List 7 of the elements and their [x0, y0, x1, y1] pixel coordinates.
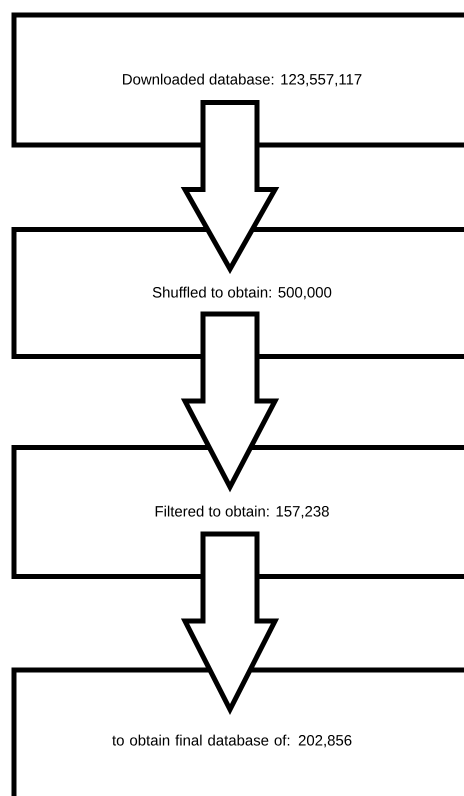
process-box: Shuffled to obtain: 500,000: [12, 227, 464, 359]
block-arrow: [180, 312, 280, 492]
block-arrow: [180, 532, 280, 716]
process-box: Downloaded database: 123,557,117: [12, 12, 464, 148]
block-arrow: [180, 100, 280, 274]
process-box: Filtered to obtain: 157,238: [12, 445, 464, 579]
process-box: to obtain final database of: 202,856: [12, 668, 464, 796]
